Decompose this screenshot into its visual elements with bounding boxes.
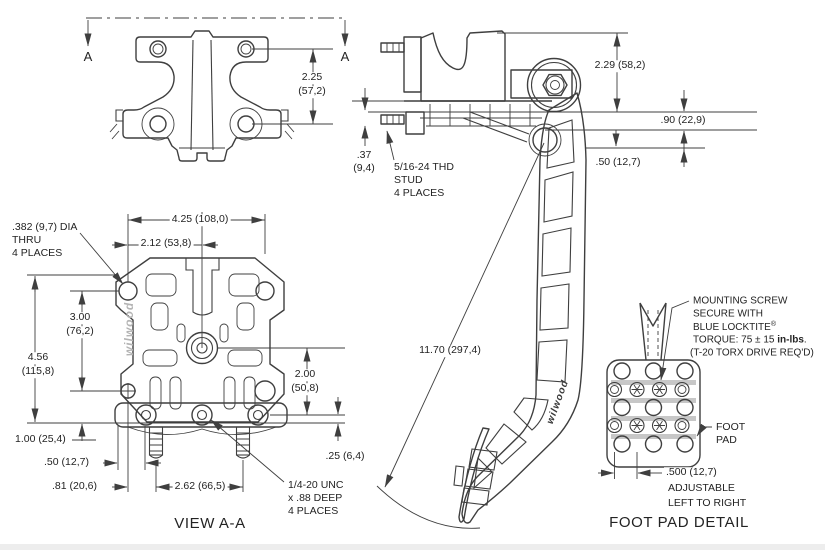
note-mounting-screw-line1: MOUNTING SCREW (691, 295, 790, 307)
note-thread-line2: x .88 DEEP (286, 492, 345, 505)
section-label-a-left: A (83, 48, 93, 64)
dim-aa-bottom: .25 (6,4) (323, 450, 367, 463)
note-stud-line2: STUD (392, 174, 425, 187)
dim-aa-height-in: 4.56 (25, 351, 51, 364)
dim-side-plate-mm: (9,4) (351, 162, 377, 175)
note-hole-dia-line2: THRU (10, 234, 44, 247)
side-view-linework (352, 30, 757, 529)
torque-text: TORQUE: 75 ± 15 (693, 334, 778, 346)
dim-aa-offset-right-mm: (50,8) (289, 382, 321, 395)
dim-side-flange: .90 (22,9) (658, 114, 708, 127)
foot-pad-detail-title: FOOT PAD DETAIL (606, 514, 752, 532)
note-mounting-screw-line4: TORQUE: 75 ± 15 in-lbs. (691, 334, 809, 346)
dim-topview-height-in: 2.25 (299, 71, 325, 84)
foot-pad-linework (598, 300, 712, 479)
note-mounting-screw-line2: SECURE WITH (691, 308, 765, 320)
dim-aa-half-width: 2.12 (53,8) (138, 237, 194, 250)
dim-pad-adjust: .500 (12,7) (664, 466, 719, 479)
dim-aa-offset-right-in: 2.00 (292, 368, 318, 381)
wilwood-logo-plate: wilwood (122, 301, 136, 357)
dim-topview-height-mm: (57,2) (296, 85, 328, 98)
dim-side-offset: .50 (12,7) (593, 156, 643, 169)
dim-aa-stud-offset: .81 (20,6) (50, 480, 99, 493)
dim-aa-stud-span: 2.62 (66,5) (172, 480, 228, 493)
note-thread-line3: 4 PLACES (286, 505, 341, 518)
dim-aa-stud-edge: .50 (12,7) (42, 456, 91, 469)
dim-side-pivot-height: 2.29 (58,2) (592, 59, 648, 72)
dim-aa-width: 4.25 (108,0) (169, 213, 231, 226)
dim-aa-height-mm: (115,8) (19, 365, 57, 378)
note-mounting-screw-line3: BLUE LOCKTITE® (691, 320, 778, 334)
note-stud-line1: 5/16-24 THD (392, 161, 456, 174)
note-hole-dia-line1: .382 (9,7) DIA (10, 221, 80, 234)
image-bottom-edge (0, 544, 825, 550)
top-view-linework (84, 17, 349, 162)
dim-side-plate-in: .37 (354, 149, 374, 162)
label-foot: FOOT (714, 421, 748, 434)
label-pad: PAD (714, 434, 739, 447)
locktite-text: BLUE LOCKTITE (693, 322, 771, 334)
dim-aa-hole-span-in: 3.00 (67, 311, 93, 324)
note-stud-line3: 4 PLACES (392, 187, 447, 200)
note-thread-line1: 1/4-20 UNC (286, 479, 346, 492)
section-label-a-right: A (340, 48, 350, 64)
registered-mark: ® (770, 320, 776, 328)
note-adjustable-line1: ADJUSTABLE (666, 482, 737, 495)
note-adjustable-line2: LEFT TO RIGHT (666, 497, 749, 510)
dim-aa-hole-span-mm: (76,2) (64, 325, 96, 338)
view-aa-title: VIEW A-A (171, 515, 249, 533)
note-mounting-screw-line5: (T-20 TORX DRIVE REQ'D) (688, 347, 816, 359)
torque-units-bold: in-lbs (777, 334, 804, 346)
torque-period: . (803, 334, 807, 346)
dim-aa-base: 1.00 (25,4) (13, 433, 68, 446)
dim-pedal-length: 11.70 (297,4) (417, 344, 483, 357)
note-hole-dia-line3: 4 PLACES (10, 247, 65, 260)
view-aa-linework (27, 212, 345, 492)
